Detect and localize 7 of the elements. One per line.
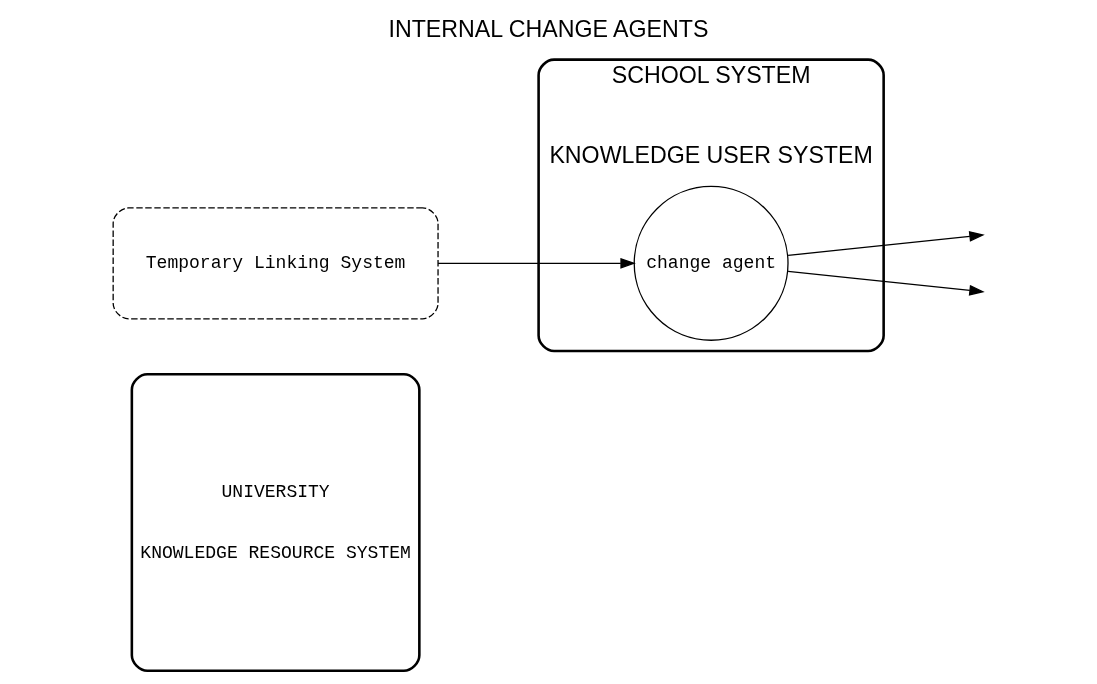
node-circle: change agent bbox=[633, 185, 789, 341]
arrow bbox=[787, 270, 985, 296]
node-box: Temporary Linking System bbox=[112, 207, 439, 320]
diagram-title: INTERNAL CHANGE AGENTS bbox=[388, 15, 709, 42]
node-box: UNIVERSITY KNOWLEDGE RESOURCE SYSTEM bbox=[130, 372, 421, 673]
arrow bbox=[787, 231, 985, 257]
arrow bbox=[437, 257, 636, 269]
